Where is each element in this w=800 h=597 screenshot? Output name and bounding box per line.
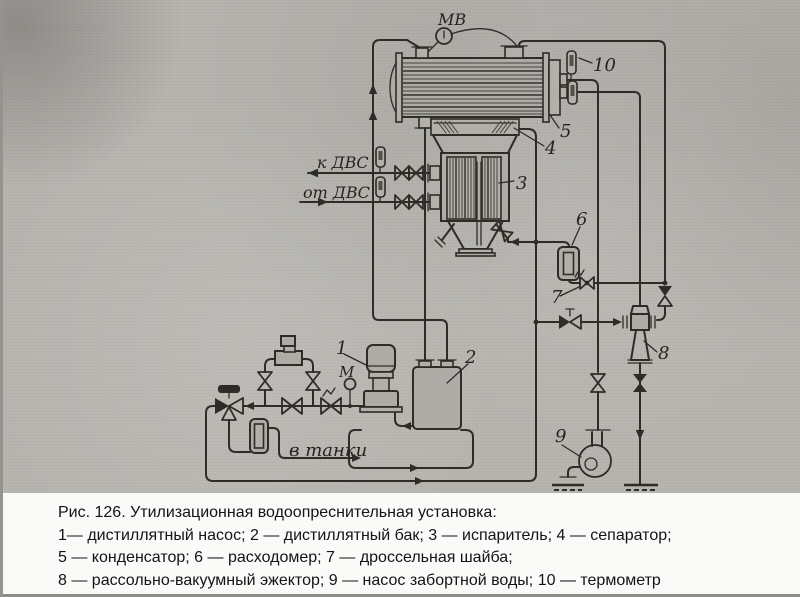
to-engine-label: к ДВС <box>317 153 369 172</box>
throttle-washer <box>574 269 595 290</box>
flow-arrows <box>245 84 645 485</box>
part-label-9: 9 <box>555 426 566 447</box>
discharge-line-valves <box>281 387 342 415</box>
from-engine-label: от ДВС <box>303 183 370 202</box>
figure-caption: Рис. 126. Утилизационная водоопреснитель… <box>3 493 800 597</box>
diagram-labels: МВ к ДВС от ДВС в танки М 1 2 3 4 5 6 7 … <box>289 10 669 461</box>
desalination-plant-schematic: МВ к ДВС от ДВС в танки М 1 2 3 4 5 6 7 … <box>205 10 673 499</box>
evaporator-tube-bundles <box>446 156 502 246</box>
engine-line-valves <box>394 165 424 210</box>
ejector <box>622 286 673 392</box>
part-label-10: 10 <box>593 55 616 76</box>
caption-title: Рис. 126. Утилизационная водоопреснитель… <box>58 504 497 521</box>
caption-legend-line-3: 8 — рассольно-вакуумный эжектор; 9 — нас… <box>58 571 661 589</box>
caption-legend-line-1: 1— дистиллятный насос; 2 — дистиллятный … <box>58 526 672 544</box>
evaporator <box>427 134 518 257</box>
riser-valve <box>590 373 606 393</box>
seawater-pump <box>559 429 612 478</box>
diagram-paper-area: МВ к ДВС от ДВС в танки М 1 2 3 4 5 6 7 … <box>3 0 800 499</box>
part-label-1: 1 <box>336 338 347 359</box>
part-label-7: 7 <box>551 287 563 308</box>
part-label-8: 8 <box>658 343 669 364</box>
sea-water-symbol-right <box>624 483 658 499</box>
sight-glass <box>249 418 269 454</box>
part-label-4: 4 <box>544 138 556 159</box>
part-label-2: 2 <box>464 347 476 368</box>
vacuum-gauge-label: МВ <box>437 10 466 29</box>
ejector-feed-valve <box>559 308 582 330</box>
flowmeter <box>557 246 580 281</box>
brine-valve <box>490 219 514 243</box>
part-label-6: 6 <box>576 209 587 230</box>
to-tanks-label: в танки <box>289 440 367 461</box>
pump-pressure-gauge <box>343 377 357 391</box>
salinometer-assembly <box>257 335 321 391</box>
three-way-valve <box>215 385 244 421</box>
condenser-tube-hatching <box>403 62 543 115</box>
part-label-3: 3 <box>516 173 527 194</box>
thermometer-pockets <box>375 50 578 203</box>
vacuum-gauge <box>435 27 453 45</box>
part-label-5: 5 <box>560 121 571 142</box>
label-leaders <box>343 57 658 458</box>
distillate-pump <box>359 344 403 413</box>
distillate-tank <box>412 359 462 430</box>
sea-water-symbol-left <box>552 483 584 499</box>
condenser <box>389 45 568 136</box>
thermometer-10 <box>566 50 577 81</box>
separator <box>430 118 520 136</box>
caption-legend-line-2: 5 — конденсатор; 6 — расходомер; 7 — дро… <box>58 549 513 566</box>
pipes <box>205 28 668 485</box>
motor-gauge-label: М <box>338 363 355 381</box>
